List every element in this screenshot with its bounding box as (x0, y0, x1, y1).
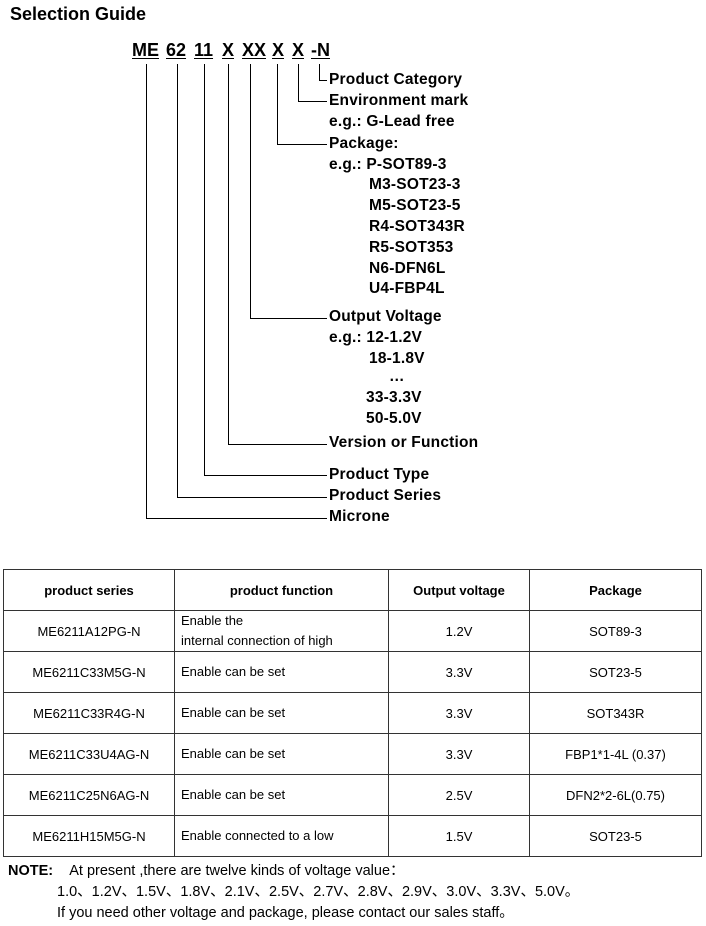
connector-line (146, 518, 327, 519)
table-header-row: product series product function Output v… (3, 569, 702, 611)
cell-voltage: 1.2V (388, 610, 530, 652)
cell-function-line: Enable the (181, 613, 244, 628)
package-option: N6-DFN6L (369, 260, 446, 277)
connector-line (204, 475, 327, 476)
connector-line (277, 144, 327, 145)
connector-line (319, 80, 327, 81)
segment-series: 62 (166, 40, 187, 60)
connector-line (250, 64, 251, 318)
cell-series: ME6211C33R4G-N (3, 692, 175, 734)
column-header: product series (3, 569, 175, 611)
voltage-option: 18-1.8V (369, 350, 425, 367)
note-text: At present ,there are twelve kinds of vo… (69, 863, 405, 879)
cell-voltage: 3.3V (388, 733, 530, 775)
column-header: Package (529, 569, 702, 611)
cell-package: SOT89-3 (529, 610, 702, 652)
segment-category: -N (311, 40, 330, 60)
segment-env: X (292, 40, 305, 60)
table-row: ME6211C33M5G-N Enable can be set 3.3V SO… (3, 651, 702, 693)
cell-voltage: 3.3V (388, 651, 530, 693)
cell-function: Enable can be set (174, 733, 389, 775)
label-product-category: Product Category (329, 71, 463, 88)
connector-line (298, 101, 327, 102)
note-line-1: NOTE: At present ,there are twelve kinds… (8, 859, 405, 880)
segment-me: ME (132, 40, 159, 60)
package-option: M3-SOT23-3 (369, 176, 461, 193)
table-row: ME6211H15M5G-N Enable connected to a low… (3, 815, 702, 857)
package-option: R4-SOT343R (369, 218, 465, 235)
voltage-option: … (389, 368, 405, 385)
cell-package: SOT343R (529, 692, 702, 734)
note-voltage-list: 1.0、1.2V、1.5V、1.8V、2.1V、2.5V、2.7V、2.8V、2… (57, 884, 580, 900)
cell-function: Enable can be set (174, 651, 389, 693)
cell-function: Enable can be set (174, 692, 389, 734)
column-header: product function (174, 569, 389, 611)
table-row: ME6211C33R4G-N Enable can be set 3.3V SO… (3, 692, 702, 734)
segment-version: X (222, 40, 235, 60)
package-option: M5-SOT23-5 (369, 197, 461, 214)
label-package-example: e.g.: P-SOT89-3 (329, 156, 447, 173)
connector-line (146, 64, 147, 518)
table-row: ME6211A12PG-N Enable the internal connec… (3, 610, 702, 652)
connector-line (228, 444, 327, 445)
cell-package: FBP1*1-4L (0.37) (529, 733, 702, 775)
cell-series: ME6211A12PG-N (3, 610, 175, 652)
selection-table: product series product function Output v… (3, 569, 702, 857)
label-environment-mark: Environment mark (329, 92, 469, 109)
cell-package: DFN2*2-6L(0.75) (529, 774, 702, 816)
cell-series: ME6211C33M5G-N (3, 651, 175, 693)
cell-package: SOT23-5 (529, 815, 702, 857)
cell-voltage: 2.5V (388, 774, 530, 816)
note-contact: If you need other voltage and package, p… (57, 905, 514, 921)
page-title: Selection Guide (10, 4, 147, 24)
cell-series: ME6211C25N6AG-N (3, 774, 175, 816)
segment-voltage: XX (242, 40, 267, 60)
cell-package: SOT23-5 (529, 651, 702, 693)
label-product-series: Product Series (329, 487, 442, 504)
connector-line (204, 64, 205, 475)
connector-line (177, 497, 327, 498)
package-option: R5-SOT353 (369, 239, 454, 256)
table-row: ME6211C33U4AG-N Enable can be set 3.3V F… (3, 733, 702, 775)
note-label: NOTE: (8, 863, 54, 879)
connector-line (319, 64, 320, 80)
cell-function: Enable can be set (174, 774, 389, 816)
voltage-option: 33-3.3V (366, 389, 422, 406)
connector-line (277, 64, 278, 144)
cell-voltage: 1.5V (388, 815, 530, 857)
voltage-option: 50-5.0V (366, 410, 422, 427)
cell-series: ME6211C33U4AG-N (3, 733, 175, 775)
label-version-function: Version or Function (329, 434, 479, 451)
segment-type: 11 (194, 40, 214, 60)
label-product-type: Product Type (329, 466, 430, 483)
column-header: Output voltage (388, 569, 530, 611)
connector-line (228, 64, 229, 444)
connector-line (250, 318, 327, 319)
table-row: ME6211C25N6AG-N Enable can be set 2.5V D… (3, 774, 702, 816)
cell-series: ME6211H15M5G-N (3, 815, 175, 857)
cell-function: Enable connected to a low (174, 815, 389, 857)
connector-line (177, 64, 178, 497)
label-env-example: e.g.: G-Lead free (329, 113, 455, 130)
cell-voltage: 3.3V (388, 692, 530, 734)
cell-function-line: internal connection of high (181, 633, 333, 648)
label-output-voltage: Output Voltage (329, 308, 442, 325)
connector-line (298, 64, 299, 101)
package-option: U4-FBP4L (369, 280, 445, 297)
label-package: Package: (329, 135, 399, 152)
label-voltage-example: e.g.: 12-1.2V (329, 329, 423, 346)
segment-package: X (272, 40, 285, 60)
cell-function: Enable the internal connection of high (174, 610, 389, 652)
label-microne: Microne (329, 508, 390, 525)
